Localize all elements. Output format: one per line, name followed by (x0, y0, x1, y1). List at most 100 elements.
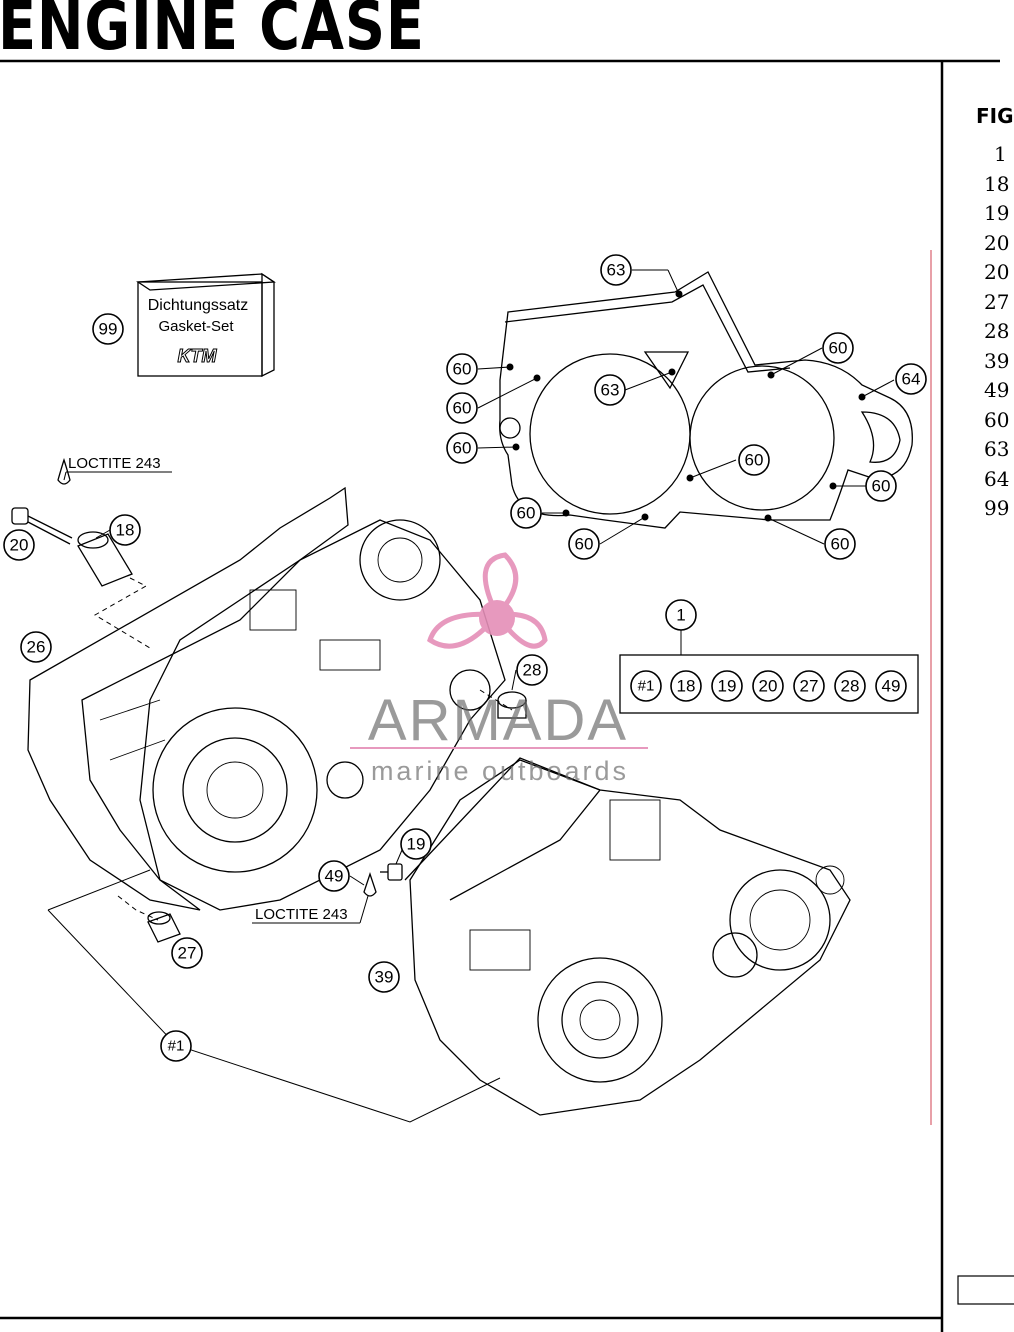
propeller-logo (427, 552, 548, 649)
svg-text:19: 19 (407, 835, 426, 854)
callout-64: 64 (895, 363, 927, 395)
svg-text:60: 60 (745, 451, 764, 470)
svg-text:#1: #1 (638, 678, 655, 695)
svg-text:64: 64 (902, 370, 921, 389)
sidebar-item: 39 (984, 348, 1010, 373)
svg-text:60: 60 (453, 439, 472, 458)
callout-60-e: 60 (568, 528, 600, 560)
svg-text:27: 27 (178, 944, 197, 963)
svg-text:28: 28 (523, 661, 542, 680)
kit-item-2: 18 (670, 670, 702, 702)
armada-watermark: ARMADA marine outboards (350, 552, 648, 786)
svg-text:18: 18 (116, 521, 135, 540)
sidebar-item: 64 (984, 466, 1010, 491)
callout-20: 20 (3, 529, 35, 561)
svg-text:20: 20 (10, 536, 29, 555)
svg-text:60: 60 (872, 477, 891, 496)
leader-28 (511, 669, 517, 691)
kit-item-5: 27 (793, 670, 825, 702)
sidebar-heading: FIG (976, 104, 1014, 128)
kit-item-4: 20 (752, 670, 784, 702)
gasket-set-label-en: Gasket-Set (158, 318, 234, 335)
callout-27: 27 (171, 937, 203, 969)
kit-item-7: 49 (875, 670, 907, 702)
kit-item-3: 19 (711, 670, 743, 702)
kit-item-1: #1 (630, 670, 662, 702)
callout-1: 1 (665, 599, 697, 631)
leader-18 (95, 529, 111, 539)
kit-item-6: 28 (834, 670, 866, 702)
svg-text:39: 39 (375, 968, 394, 987)
leader-19 (395, 849, 403, 865)
svg-text:60: 60 (831, 535, 850, 554)
sidebar-item: 63 (984, 437, 1010, 461)
sidebar-item: 60 (984, 407, 1010, 432)
sidebar-fig-list: 1 18 19 20 20 27 28 39 49 60 63 64 99 (984, 140, 1009, 524)
watermark-brand: ARMADA (368, 688, 628, 753)
loctite-note-lower: LOCTITE 243 (255, 906, 348, 923)
sidebar-item: 49 (984, 378, 1010, 402)
callout-19: 19 (400, 828, 432, 860)
callout-49: 49 (318, 860, 350, 892)
right-crankcase-half (404, 757, 851, 1116)
svg-text:60: 60 (829, 339, 848, 358)
svg-text:63: 63 (601, 381, 620, 400)
dowel-sleeve-18 (77, 531, 133, 587)
svg-text:49: 49 (882, 677, 901, 696)
sidebar-item: 1 (994, 142, 1007, 166)
callout-18: 18 (109, 514, 141, 546)
svg-text:28: 28 (841, 677, 860, 696)
callout-63-mid: 63 (594, 374, 626, 406)
sidebar-item: 20 (984, 230, 1010, 255)
svg-text:18: 18 (677, 677, 696, 696)
callout-63-top: 63 (600, 254, 632, 286)
loctite-drop-lower (363, 871, 377, 897)
callout-60-a: 60 (446, 353, 478, 385)
crankcase-gasket (499, 271, 913, 529)
sidebar-item: 18 (984, 171, 1010, 196)
kit-contents-box (619, 654, 919, 714)
callout-60-h: 60 (865, 470, 897, 502)
svg-text:60: 60 (575, 535, 594, 554)
callout-39: 39 (368, 961, 400, 993)
svg-text:26: 26 (27, 638, 46, 657)
loctite-drop-upper (57, 457, 71, 485)
callout-60-f: 60 (822, 332, 854, 364)
bolt-20 (11, 507, 73, 545)
sidebar-item: 27 (984, 289, 1010, 314)
gasket-set-box: Dichtungssatz Gasket-Set KTM (136, 272, 276, 378)
leader-lines (477, 269, 895, 545)
page-title: ENGINE CASE (0, 0, 425, 66)
leader-49 (349, 875, 365, 886)
sidebar-item: 19 (984, 201, 1010, 225)
case-assembly-bracket (47, 909, 501, 1123)
left-case-gasket (27, 486, 349, 911)
svg-text:27: 27 (800, 677, 819, 696)
callout-60-d: 60 (510, 497, 542, 529)
ktm-logo: KTM (178, 346, 218, 366)
svg-text:19: 19 (718, 677, 737, 696)
propeller-hub (479, 600, 515, 636)
gasket-set-label-de: Dichtungssatz (148, 297, 249, 314)
callout-99: 99 (92, 313, 124, 345)
sidebar-item: 20 (984, 260, 1010, 284)
dowel-pin-27 (147, 911, 181, 943)
callout-28: 28 (516, 654, 548, 686)
svg-text:#1: #1 (168, 1038, 185, 1055)
callout-60-g: 60 (738, 444, 770, 476)
svg-text:20: 20 (759, 677, 778, 696)
sidebar-item: 99 (984, 496, 1010, 520)
callout-26: 26 (20, 631, 52, 663)
callout-hash-1: #1 (160, 1030, 192, 1062)
svg-text:49: 49 (325, 867, 344, 886)
screw-19 (380, 863, 403, 881)
assembly-line-20-18 (94, 577, 151, 649)
svg-text:1: 1 (676, 606, 685, 625)
callout-60-c: 60 (446, 432, 478, 464)
loctite-note-upper: LOCTITE 243 (68, 455, 161, 472)
assembly-line-27 (117, 895, 159, 921)
left-crankcase-half (81, 519, 506, 911)
sidebar-item: 28 (984, 319, 1010, 343)
watermark-tagline: marine outboards (371, 756, 629, 786)
